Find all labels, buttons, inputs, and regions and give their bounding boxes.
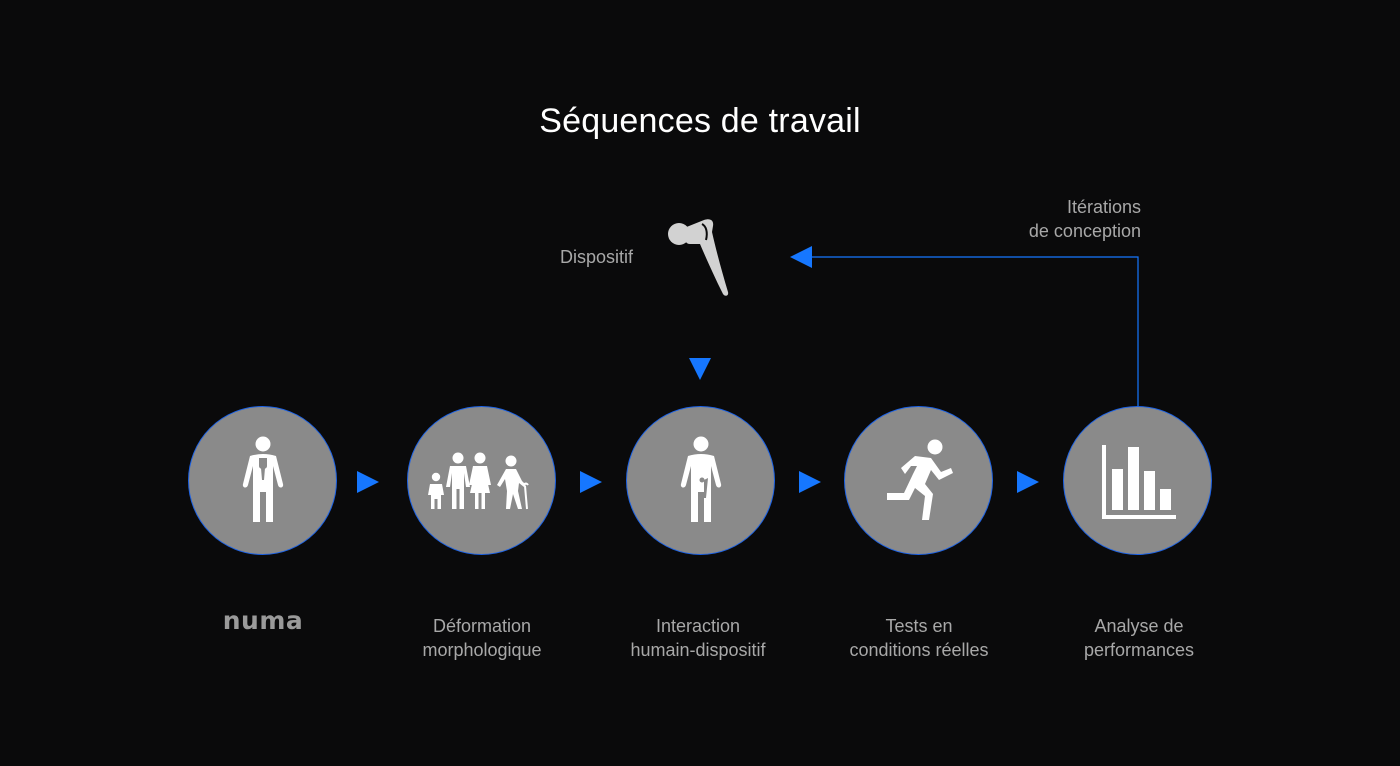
step-circle-running xyxy=(844,406,993,555)
step-circle-interaction xyxy=(626,406,775,555)
prosthesis-icon xyxy=(668,219,729,296)
iterations-label-line1: Itérations xyxy=(1066,197,1141,217)
step-circle-analysis xyxy=(1063,406,1212,555)
step-circle-person xyxy=(188,406,337,555)
iterations-label-line2: de conception xyxy=(1028,221,1141,241)
step-label-interaction: Interaction humain-dispositif xyxy=(598,614,798,662)
step-label-line2: morphologique xyxy=(422,640,542,660)
step-label-line1: Analyse de xyxy=(1094,616,1184,636)
numa-logo: numa xyxy=(163,606,363,635)
person-icon xyxy=(242,436,283,522)
iterations-label: Itérations de conception xyxy=(980,195,1141,243)
arrow-3-to-4 xyxy=(799,471,821,493)
numa-logo-text: numa xyxy=(222,606,304,635)
step-label-line2: performances xyxy=(1083,640,1195,660)
arrow-4-to-5 xyxy=(1017,471,1039,493)
step-circle-family xyxy=(407,406,556,555)
family-icon xyxy=(427,452,529,509)
step-label-line2: conditions réelles xyxy=(849,640,989,660)
step-label-deformation: Déformation morphologique xyxy=(382,614,582,662)
page-title: Séquences de travail xyxy=(539,102,861,140)
person-with-device-icon xyxy=(680,436,721,522)
step-label-line1: Tests en xyxy=(885,616,953,636)
device-to-interaction-arrow xyxy=(689,358,711,380)
bar-chart-icon xyxy=(1101,444,1176,519)
step-label-analysis: Analyse de performances xyxy=(1039,614,1239,662)
step-label-line1: Déformation xyxy=(432,616,532,636)
step-label-tests: Tests en conditions réelles xyxy=(819,614,1019,662)
running-icon xyxy=(886,439,953,520)
step-label-line2: humain-dispositif xyxy=(630,640,766,660)
device-label: Dispositif xyxy=(560,247,634,267)
step-label-line1: Interaction xyxy=(655,616,741,636)
arrow-1-to-2 xyxy=(357,471,379,493)
arrow-2-to-3 xyxy=(580,471,602,493)
iteration-arrow xyxy=(790,246,812,268)
